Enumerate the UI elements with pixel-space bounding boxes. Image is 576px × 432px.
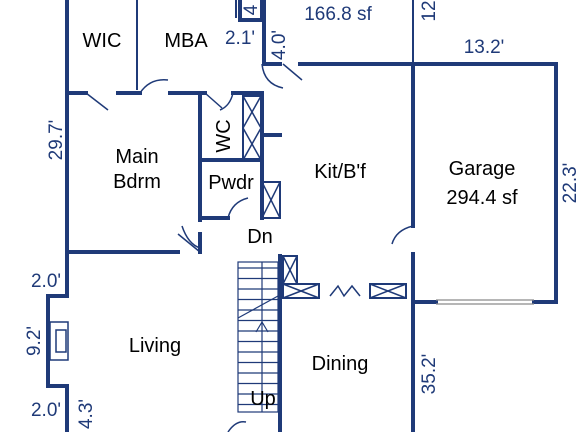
label-wic: WIC xyxy=(83,30,122,52)
label-mba: MBA xyxy=(164,30,208,52)
doors xyxy=(85,63,414,432)
kitchen-top-door-leaf xyxy=(282,63,303,81)
label-living: Living xyxy=(129,335,181,357)
wc-door-leaf xyxy=(204,92,223,109)
entry-door-swing xyxy=(227,420,247,432)
dim-top-area: 166.8 sf xyxy=(304,4,372,25)
label-main-bdrm-line2: Bdrm xyxy=(113,171,161,193)
bedroom-door-1-leaf xyxy=(85,92,109,111)
fireplace-hearth xyxy=(49,321,69,361)
dim-2-0-upper: 2.0' xyxy=(31,271,61,292)
label-main-bdrm-line1: Main xyxy=(115,146,158,168)
wc-cabinet xyxy=(242,95,262,161)
dim-4-3: 4.3' xyxy=(76,399,97,429)
label-garage-area: 294.4 sf xyxy=(446,187,518,209)
wc-door-swing xyxy=(219,92,234,111)
label-kitchen: Kit/B'f xyxy=(314,161,366,183)
stair-break-line xyxy=(237,295,279,319)
pantry-box xyxy=(261,181,281,219)
dim-35-2: 35.2' xyxy=(419,354,440,395)
label-stair-down: Dn xyxy=(247,226,273,248)
bifold-doors xyxy=(329,284,361,298)
staircase xyxy=(237,261,279,413)
room-labels: WIC MBA Main Bdrm WC Pwdr Kit/B'f Garage… xyxy=(83,30,518,410)
bedroom-door-2-leaf xyxy=(177,233,201,253)
dim-4-top: 4 xyxy=(241,4,262,15)
dim-9-2: 9.2' xyxy=(24,326,45,356)
label-garage: Garage xyxy=(449,158,516,180)
dim-2-1: 2.1' xyxy=(225,28,255,49)
dimension-labels: 166.8 sf 29.7' 2.1' 4.0' 4 12 13.2' 22.3… xyxy=(24,0,576,429)
mba-door-swing xyxy=(139,79,169,94)
dim-29-7: 29.7' xyxy=(46,120,67,161)
dining-cabinet-left xyxy=(282,283,320,299)
wc-cabinet-x2 xyxy=(242,95,262,129)
garage-door-swing xyxy=(391,225,414,245)
dining-cabinet-right-x2 xyxy=(369,283,407,299)
dim-4-0: 4.0' xyxy=(269,30,290,60)
stair-outline xyxy=(237,261,279,413)
kitchen-top-door-swing xyxy=(261,63,284,89)
fireplace xyxy=(49,321,69,361)
label-stair-up: Up xyxy=(250,388,276,410)
dim-13-2: 13.2' xyxy=(464,37,505,58)
label-pwdr: Pwdr xyxy=(208,172,254,194)
wc-cabinet-x4 xyxy=(242,127,262,161)
dining-cabinet-right xyxy=(369,283,407,299)
pantry-x2 xyxy=(261,181,281,219)
dim-22-3: 22.3' xyxy=(560,163,576,204)
stair-closet-x2 xyxy=(282,255,298,285)
stair-treads xyxy=(238,267,278,406)
dim-2-0-lower: 2.0' xyxy=(31,400,61,421)
walls xyxy=(46,0,558,432)
dim-12-top: 12 xyxy=(419,0,440,21)
bedroom-door-2-swing xyxy=(181,225,201,249)
stair-arrow-head xyxy=(255,320,269,333)
pwdr-door-swing xyxy=(227,197,249,219)
fireplace-firebox xyxy=(55,329,67,353)
dining-cabinet-left-x2 xyxy=(282,283,320,299)
label-wc: WC xyxy=(213,119,235,152)
label-dining: Dining xyxy=(312,353,369,375)
